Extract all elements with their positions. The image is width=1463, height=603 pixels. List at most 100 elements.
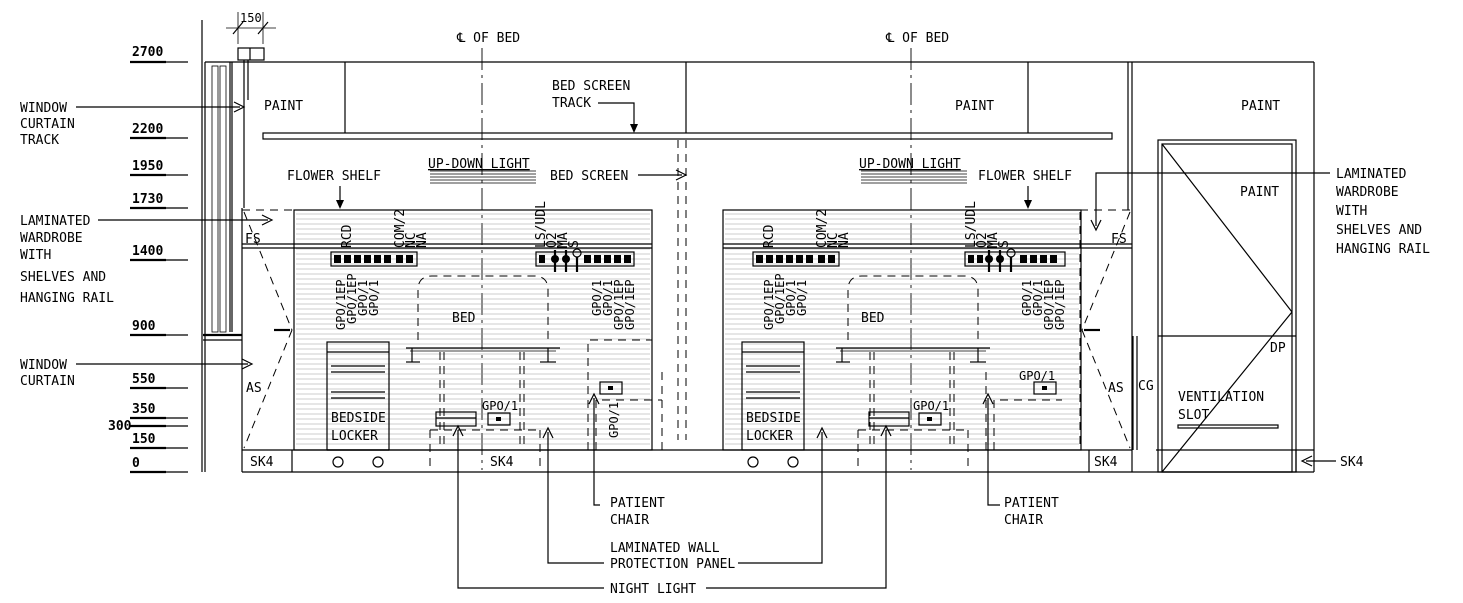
sk4-label-1: SK4 [250,455,274,470]
laminated-wall-label-1: LAMINATED WALL [610,541,720,556]
laminated-wardrobe-left-3: WITH [20,248,51,263]
laminated-wardrobe-left-1: LAMINATED [20,214,91,229]
window-curtain-label-2: CURTAIN [20,374,75,389]
patient-chair-2: GPO/1 [985,369,1062,450]
panel2-gpo1ep-a: GPO/1EP [762,279,776,330]
patient-chair-2-label-1: PATIENT [1004,496,1059,511]
bedside-locker-2-label-2: LOCKER [746,429,793,444]
bedside-locker-2-label-1: BEDSIDE [746,411,801,426]
level-1400: 1400 [132,244,163,259]
patient-chair-1-label-2: CHAIR [610,513,649,528]
window-section: 150 [201,11,276,472]
patient-chair-1: GPO/1 [587,339,663,450]
mid-labels: FLOWER SHELF FLOWER SHELF UP-DOWN LIGHT … [287,157,1072,209]
cl-bed-1-label: ℄ OF BED [456,31,520,46]
laminated-wardrobe-right-2: WARDROBE [1336,185,1399,200]
panel1-ma: MA [556,232,571,248]
bed-screen-label: BED SCREEN [550,169,628,184]
cl-bed-2-label: ℄ OF BED [885,31,949,46]
wardrobes: FS AS FS AS CG [241,209,1154,451]
panel2-gas-outlets [964,248,1066,272]
flower-shelf-label-2: FLOWER SHELF [978,169,1072,184]
bedside-locker-1-label-1: BEDSIDE [331,411,386,426]
dp-label: DP [1270,341,1286,356]
laminated-wardrobe-right-3: WITH [1336,204,1367,219]
panel1-o2: O2 [545,232,560,248]
panel2-gpo1-a: GPO/1 [784,280,798,316]
panel2-na: NA [837,232,852,248]
panel1-gas-outlets [535,248,635,272]
paint-label-door: PAINT [1240,185,1279,200]
window-curtain-track-label-1: WINDOW [20,101,67,116]
bed-label-2: BED [861,311,885,326]
panel1-com2: COM/2 [393,209,408,248]
bottom-callouts: PATIENT CHAIR PATIENT CHAIR LAMINATED WA… [452,392,1059,597]
sk4-right-label: SK4 [1340,455,1364,470]
bedside-locker-2: BEDSIDE LOCKER [741,341,805,468]
level-1730: 1730 [132,192,163,207]
panel1-gpo1-c: GPO/1 [590,280,604,316]
panel1-s: S [567,240,582,248]
panel2-com2: COM/2 [815,209,830,248]
night-light-2: GPO/1 [857,399,969,470]
panel2-ls-udl: LS/UDL [964,201,979,248]
level-550: 550 [132,372,156,387]
up-down-light-fixture-2 [861,170,967,184]
laminated-wardrobe-right-4: SHELVES AND [1336,223,1422,238]
top-labels: PAINT PAINT PAINT PAINT BED SCREEN TRACK [264,79,1280,200]
up-down-light-label-1: UP-DOWN LIGHT [428,157,530,172]
fs-left: FS [245,232,261,247]
bed-head-panel-1 [293,209,653,451]
level-0: 0 [132,456,140,471]
laminated-wardrobe-left-2: WARDROBE [20,231,83,246]
level-150: 150 [132,432,156,447]
up-down-light-fixture-1 [430,170,536,184]
gpo1-label-2: GPO/1 [1019,369,1055,383]
level-2700: 2700 [132,45,163,60]
service-panel-1: RCD COM/2 NC NA GPO/1EP GPO/1EP GPO/1 GP… [330,201,637,330]
left-callouts: WINDOW CURTAIN TRACK LAMINATED WARDROBE … [20,101,274,389]
sk4-label-3: SK4 [1094,455,1118,470]
bed-1: BED [406,275,560,450]
paint-label-right: PAINT [1241,99,1280,114]
flower-shelf-label-1: FLOWER SHELF [287,169,381,184]
panel2-gpo1ep-c: GPO/1EP [1042,279,1056,330]
panel2-gpo1ep-b: GPO/1EP [773,273,787,324]
panel2-o2: O2 [975,232,990,248]
laminated-wardrobe-right-1: LAMINATED [1336,167,1407,182]
gpo1-label-1: GPO/1 [482,399,518,413]
panel1-gpo1ep-a: GPO/1EP [334,279,348,330]
panel1-nc: NC [404,232,419,248]
sk4-label-2: SK4 [490,455,514,470]
panel1-gpo1-d: GPO/1 [601,280,615,316]
panel2-gpo1-d: GPO/1 [1031,280,1045,316]
ventilation-slot-label-2: SLOT [1178,408,1209,423]
paint-label-middle: PAINT [955,99,994,114]
bed-label-1: BED [452,311,476,326]
level-markers: 2700 2200 1950 1730 1400 900 550 350 300… [108,45,188,474]
level-2200: 2200 [132,122,163,137]
panel2-outlets-left [752,251,840,267]
panel1-outlets-left [330,251,418,267]
bed-head-panel-2 [722,209,1082,451]
service-panel-2: RCD COM/2 NC NA GPO/1EP GPO/1EP GPO/1 GP… [752,201,1067,330]
panel2-gpo1-b: GPO/1 [795,280,809,316]
level-350: 350 [132,402,156,417]
night-light-1: GPO/1 [429,399,541,470]
gpo1-vertical-1: GPO/1 [607,402,621,438]
fs-right: FS [1111,232,1127,247]
panel1-gpo1ep-d: GPO/1EP [623,279,637,330]
bedside-locker-1-label-2: LOCKER [331,429,378,444]
right-callouts: LAMINATED WARDROBE WITH SHELVES AND HANG… [1090,167,1430,470]
up-down-light-label-2: UP-DOWN LIGHT [859,157,961,172]
window-width-dimension: 150 [240,11,262,25]
paint-label-left: PAINT [264,99,303,114]
panel1-na: NA [415,232,430,248]
door: VENTILATION SLOT DP [1157,139,1297,473]
window-curtain-track-label-3: TRACK [20,133,59,148]
panel2-ma: MA [986,232,1001,248]
bed-screen-track-label-2: TRACK [552,96,591,111]
bed-screen-track-label-1: BED SCREEN [552,79,630,94]
